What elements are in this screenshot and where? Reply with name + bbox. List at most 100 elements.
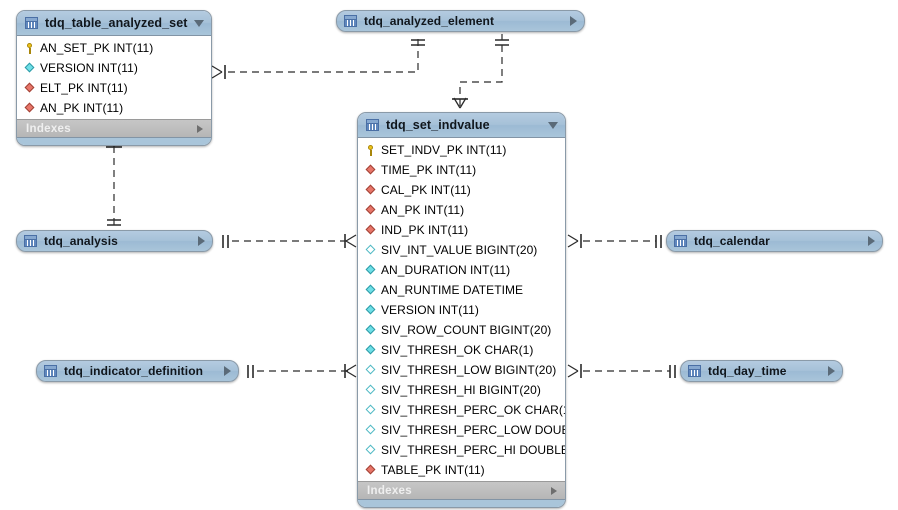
chevron-right-icon[interactable] [224, 366, 231, 376]
table-header[interactable]: tdq_set_indvalue [358, 113, 565, 138]
indexes-section[interactable]: Indexes [358, 481, 565, 499]
table-tdq-table-analyzed-set[interactable]: tdq_table_analyzed_set AN_SET_PK INT(11)… [16, 10, 212, 146]
hollow-diamond-icon [364, 444, 377, 457]
table-tdq-indicator-definition[interactable]: tdq_indicator_definition [36, 360, 239, 382]
indexes-section[interactable]: Indexes [17, 119, 211, 137]
chevron-right-icon[interactable] [198, 236, 205, 246]
table-tdq-calendar[interactable]: tdq_calendar [666, 230, 883, 252]
red-diamond-icon [364, 184, 377, 197]
column-label: ELT_PK INT(11) [40, 81, 128, 95]
column-row[interactable]: CAL_PK INT(11) [358, 180, 565, 200]
table-title: tdq_set_indvalue [386, 118, 490, 132]
table-columns: AN_SET_PK INT(11) VERSION INT(11) ELT_PK… [17, 36, 211, 119]
table-tdq-day-time[interactable]: tdq_day_time [680, 360, 843, 382]
column-row[interactable]: SIV_THRESH_PERC_LOW DOUBLE [358, 420, 565, 440]
table-header[interactable]: tdq_table_analyzed_set [17, 11, 211, 36]
table-tdq-analysis[interactable]: tdq_analysis [16, 230, 213, 252]
column-label: AN_DURATION INT(11) [381, 263, 511, 277]
key-icon [23, 42, 36, 55]
column-row[interactable]: SIV_THRESH_OK CHAR(1) [358, 340, 565, 360]
column-row[interactable]: SIV_THRESH_HI BIGINT(20) [358, 380, 565, 400]
chevron-down-icon[interactable] [194, 19, 204, 27]
table-tdq-set-indvalue[interactable]: tdq_set_indvalue SET_INDV_PK INT(11) TIM… [357, 112, 566, 508]
relationship-indicator-definition-set-indvalue [247, 364, 357, 378]
relationship-day-time-set-indvalue [567, 364, 676, 378]
chevron-right-icon[interactable] [570, 16, 577, 26]
column-row[interactable]: SET_INDV_PK INT(11) [358, 140, 565, 160]
table-tdq-analyzed-element[interactable]: tdq_analyzed_element [336, 10, 585, 32]
hollow-diamond-icon [364, 384, 377, 397]
table-footer-strip [358, 499, 565, 507]
column-row[interactable]: SIV_THRESH_PERC_HI DOUBLE [358, 440, 565, 460]
column-row[interactable]: IND_PK INT(11) [358, 220, 565, 240]
column-row[interactable]: AN_SET_PK INT(11) [17, 38, 211, 58]
table-icon [688, 365, 701, 377]
table-footer-strip [17, 137, 211, 145]
indexes-label: Indexes [367, 484, 412, 497]
red-diamond-icon [364, 224, 377, 237]
table-title: tdq_calendar [694, 234, 770, 248]
chevron-down-icon[interactable] [548, 121, 558, 129]
table-title: tdq_analysis [44, 234, 118, 248]
column-row[interactable]: AN_RUNTIME DATETIME [358, 280, 565, 300]
table-icon [44, 365, 57, 377]
relationship-calendar-set-indvalue [567, 234, 662, 248]
red-diamond-icon [364, 164, 377, 177]
chevron-right-icon[interactable] [197, 124, 203, 133]
column-label: SET_INDV_PK INT(11) [381, 143, 507, 157]
column-row[interactable]: TABLE_PK INT(11) [358, 460, 565, 480]
column-label: SIV_THRESH_OK CHAR(1) [381, 343, 534, 357]
relationship-analyzed-element-table-analyzed-set [211, 34, 425, 79]
relationship-analysis-table-analyzed-set [106, 135, 122, 226]
red-diamond-icon [23, 102, 36, 115]
column-label: VERSION INT(11) [381, 303, 479, 317]
chevron-right-icon[interactable] [551, 486, 557, 495]
red-diamond-icon [364, 204, 377, 217]
column-label: SIV_THRESH_PERC_HI DOUBLE [381, 443, 566, 457]
column-row[interactable]: ELT_PK INT(11) [17, 78, 211, 98]
column-row[interactable]: SIV_THRESH_PERC_OK CHAR(1) [358, 400, 565, 420]
table-icon [24, 235, 37, 247]
cyan-diamond-icon [364, 304, 377, 317]
relationship-analyzed-element-set-indvalue [452, 34, 509, 109]
column-label: SIV_THRESH_LOW BIGINT(20) [381, 363, 557, 377]
cyan-diamond-icon [364, 284, 377, 297]
cyan-diamond-icon [364, 344, 377, 357]
hollow-diamond-icon [364, 424, 377, 437]
table-icon [25, 17, 38, 29]
column-row[interactable]: SIV_INT_VALUE BIGINT(20) [358, 240, 565, 260]
column-label: IND_PK INT(11) [381, 223, 469, 237]
red-diamond-icon [364, 464, 377, 477]
cyan-diamond-icon [364, 264, 377, 277]
table-icon [366, 119, 379, 131]
column-row[interactable]: SIV_ROW_COUNT BIGINT(20) [358, 320, 565, 340]
chevron-right-icon[interactable] [868, 236, 875, 246]
chevron-right-icon[interactable] [828, 366, 835, 376]
column-label: TABLE_PK INT(11) [381, 463, 485, 477]
cyan-diamond-icon [364, 324, 377, 337]
column-label: AN_SET_PK INT(11) [40, 41, 154, 55]
column-label: SIV_INT_VALUE BIGINT(20) [381, 243, 538, 257]
table-icon [674, 235, 687, 247]
column-row[interactable]: VERSION INT(11) [17, 58, 211, 78]
table-title: tdq_indicator_definition [64, 364, 204, 378]
column-row[interactable]: AN_PK INT(11) [17, 98, 211, 118]
relationship-analysis-set-indvalue [222, 234, 357, 248]
column-row[interactable]: VERSION INT(11) [358, 300, 565, 320]
table-title: tdq_day_time [708, 364, 787, 378]
hollow-diamond-icon [364, 404, 377, 417]
column-label: AN_RUNTIME DATETIME [381, 283, 524, 297]
column-row[interactable]: SIV_THRESH_LOW BIGINT(20) [358, 360, 565, 380]
column-row[interactable]: TIME_PK INT(11) [358, 160, 565, 180]
table-icon [344, 15, 357, 27]
hollow-diamond-icon [364, 244, 377, 257]
column-row[interactable]: AN_PK INT(11) [358, 200, 565, 220]
column-label: VERSION INT(11) [40, 61, 138, 75]
column-row[interactable]: AN_DURATION INT(11) [358, 260, 565, 280]
hollow-diamond-icon [364, 364, 377, 377]
column-label: AN_PK INT(11) [381, 203, 465, 217]
red-diamond-icon [23, 82, 36, 95]
cyan-diamond-icon [23, 62, 36, 75]
column-label: SIV_THRESH_HI BIGINT(20) [381, 383, 541, 397]
